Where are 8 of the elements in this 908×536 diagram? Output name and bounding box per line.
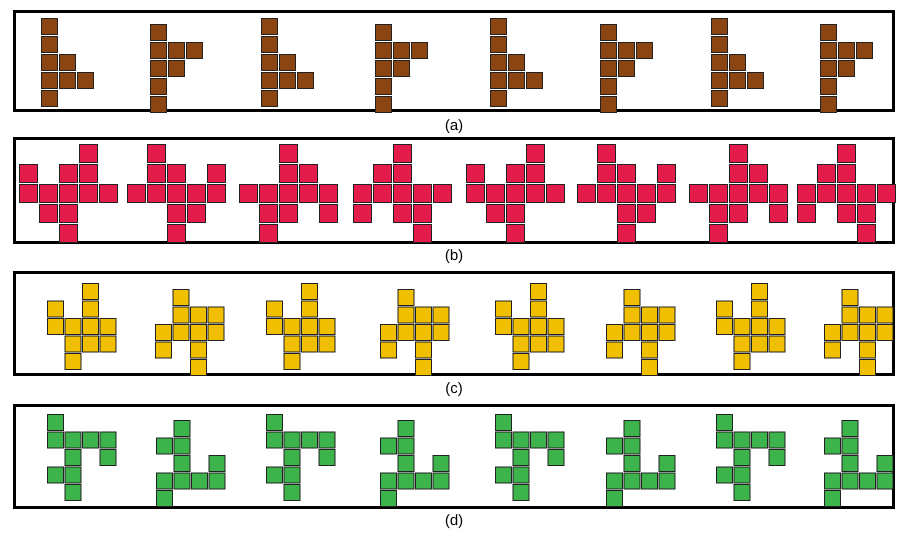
panel-frame bbox=[13, 137, 895, 244]
panel-caption: (b) bbox=[444, 247, 464, 265]
panel-frame bbox=[13, 271, 895, 376]
panel-caption: (a) bbox=[444, 117, 464, 135]
panel-frame bbox=[13, 404, 895, 509]
panel-caption: (d) bbox=[444, 512, 464, 530]
panel-caption: (c) bbox=[445, 380, 463, 398]
panel-frame bbox=[13, 10, 895, 112]
